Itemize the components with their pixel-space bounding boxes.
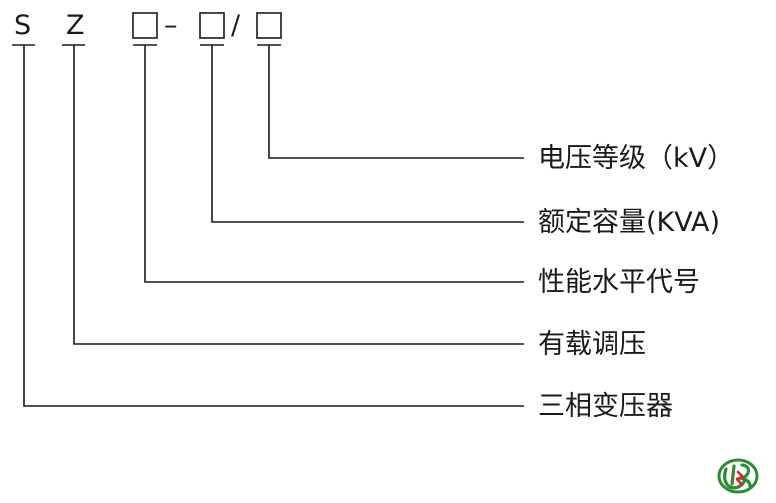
placeholder-box-voltage xyxy=(256,12,282,39)
placeholder-box-performance xyxy=(132,12,158,39)
leader-performance-code xyxy=(144,45,524,283)
code-letter-s: S xyxy=(14,10,31,41)
placeholder-box-capacity xyxy=(199,12,225,39)
code-dash: – xyxy=(164,10,178,41)
code-letter-z: Z xyxy=(66,10,85,41)
code-slash: / xyxy=(231,10,241,41)
label-voltage-class: 电压等级（kV） xyxy=(538,143,734,174)
company-logo-icon xyxy=(717,458,759,494)
label-rated-capacity: 额定容量(KVA) xyxy=(538,207,720,238)
leader-voltage-class xyxy=(268,45,524,159)
label-performance-code: 性能水平代号 xyxy=(538,267,700,298)
label-three-phase: 三相变压器 xyxy=(538,391,673,422)
label-on-load-tap: 有载调压 xyxy=(538,329,646,360)
leader-three-phase xyxy=(23,45,524,407)
leader-on-load-tap xyxy=(73,45,524,345)
leader-rated-capacity xyxy=(211,45,524,223)
